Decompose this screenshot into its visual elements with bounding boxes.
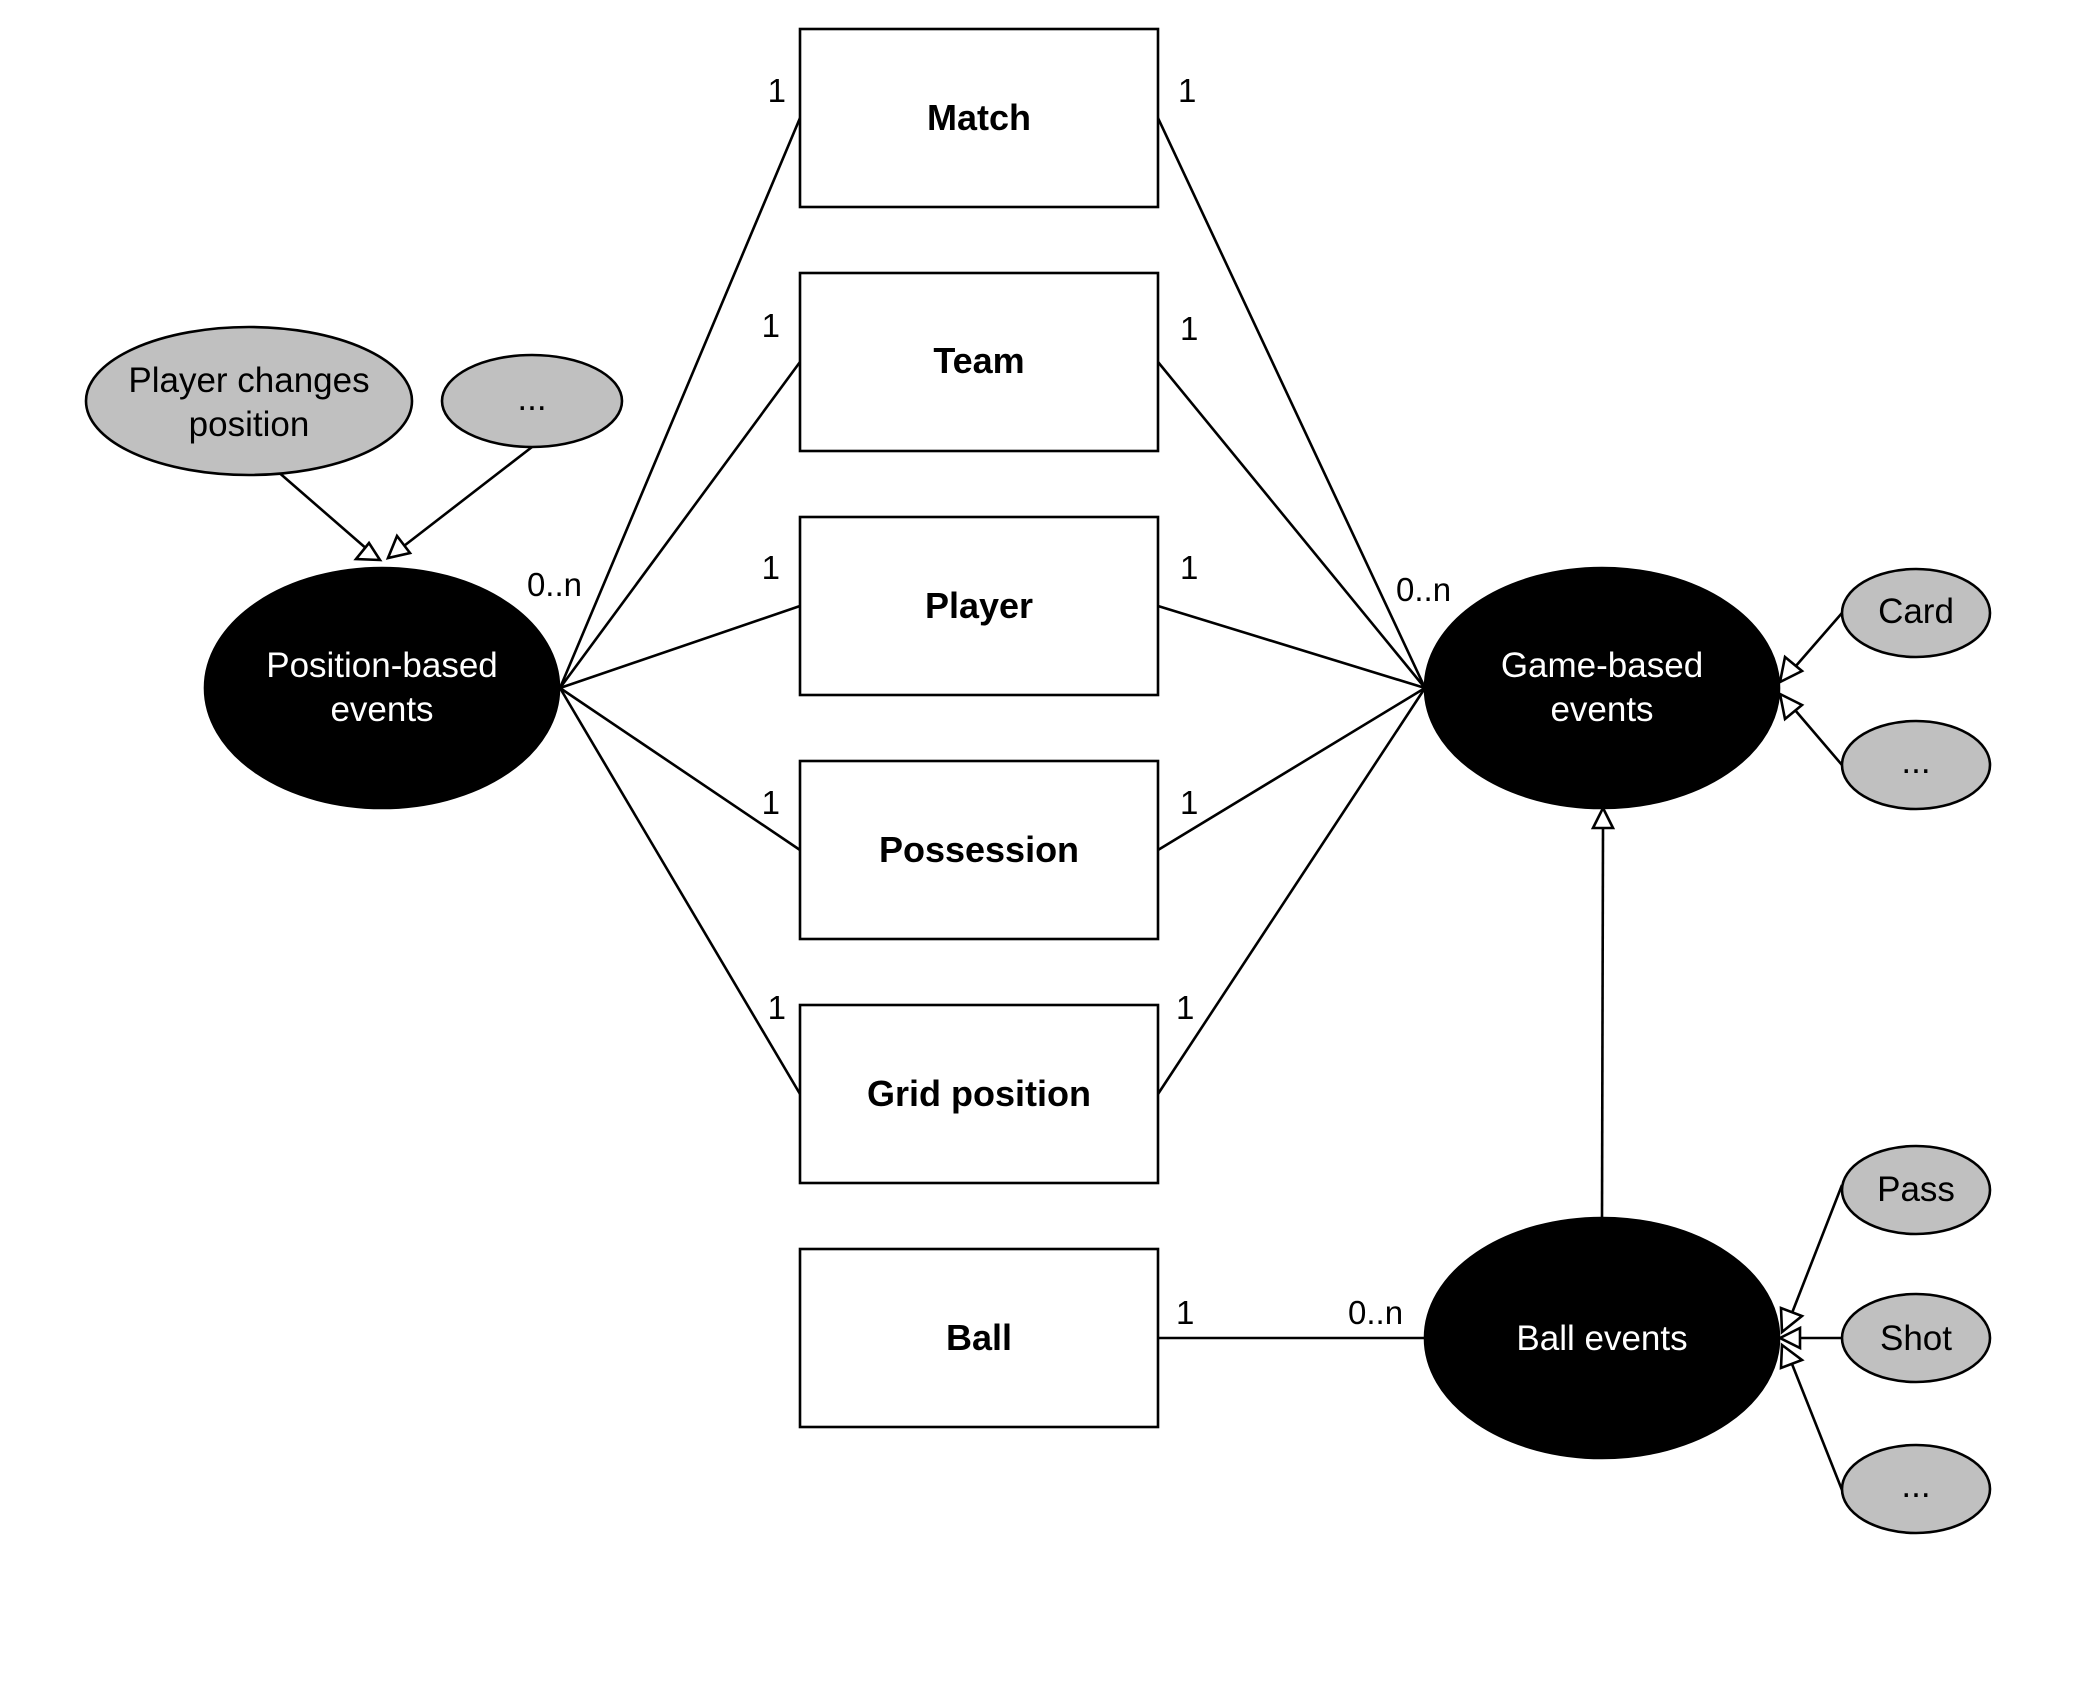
- entity-possession: Possession: [798, 759, 1160, 941]
- multiplicity-label: 1: [1180, 784, 1198, 821]
- multiplicity-label: 0..n: [1348, 1294, 1403, 1331]
- subtype-label-line2: position: [189, 405, 310, 444]
- association-edges: [558, 117, 1427, 1340]
- inherit-arrow-icon: [1777, 1325, 1802, 1351]
- event-position-based: Position-based events: [203, 566, 561, 810]
- edge-player-game: [1157, 604, 1426, 690]
- inherit-arrow-icon: [1590, 805, 1616, 830]
- generalization-edges: [275, 445, 1844, 1491]
- subtype-ball-other: ...: [1840, 1443, 1992, 1535]
- subtype-label: ...: [1901, 742, 1930, 781]
- inherit-arrow-icon: [353, 540, 383, 562]
- multiplicity-label: 1: [762, 784, 780, 821]
- entity-label: Player: [925, 585, 1033, 626]
- event-label-line1: Game-based: [1501, 646, 1703, 685]
- edge-team-position: [558, 361, 802, 689]
- edge-grid-position: [558, 687, 802, 1095]
- subtype-position-other: ...: [440, 353, 624, 449]
- edge-grid-game: [1156, 687, 1427, 1095]
- edge-team-game: [1156, 361, 1427, 689]
- edge-match-game: [1156, 117, 1427, 689]
- subtype-label-line1: Player changes: [128, 361, 369, 400]
- entity-match: Match: [798, 27, 1160, 209]
- subtype-game-other: ...: [1840, 719, 1992, 811]
- subtype-shot: Shot: [1840, 1292, 1992, 1384]
- edge-player-position: [559, 604, 801, 690]
- edge-match-position: [558, 117, 802, 689]
- edge-possession-game: [1157, 686, 1426, 852]
- event-game-based: Game-based events: [1423, 566, 1781, 810]
- entity-label: Match: [927, 97, 1031, 138]
- multiplicity-label: 1: [762, 549, 780, 586]
- inherit-arrow-icon: [1779, 1342, 1805, 1370]
- entity-label: Possession: [879, 829, 1079, 870]
- multiplicity-label: 1: [768, 72, 786, 109]
- inherit-arrow-icon: [1778, 654, 1805, 685]
- multiplicity-label: 1: [1176, 989, 1194, 1026]
- multiplicity-label: 1: [1176, 1294, 1194, 1331]
- multiplicity-label: 1: [1180, 549, 1198, 586]
- entity-grid-position: Grid position: [798, 1003, 1160, 1185]
- entity-team: Team: [798, 271, 1160, 453]
- multiplicity-label: 1: [762, 307, 780, 344]
- subtype-pass: Pass: [1840, 1144, 1992, 1236]
- subtype-player-changes-position: Player changes position: [84, 325, 414, 477]
- inherit-arrow-icon: [1779, 1306, 1805, 1335]
- event-label: Ball events: [1516, 1319, 1687, 1358]
- subtype-label: ...: [1901, 1466, 1930, 1505]
- event-label-line1: Position-based: [266, 646, 498, 685]
- entity-ball: Ball: [798, 1247, 1160, 1429]
- subtype-label: ...: [517, 379, 546, 418]
- inherit-arrow-icon: [385, 533, 413, 560]
- multiplicity-labels: 1 1 1 1 1 1 1 1 1 1 1 0..n 0..n 0..n: [527, 72, 1451, 1331]
- multiplicity-label: 0..n: [1396, 571, 1451, 608]
- multiplicity-label: 0..n: [527, 566, 582, 603]
- event-label-line2: events: [1550, 690, 1653, 729]
- subtype-card: Card: [1840, 567, 1992, 659]
- event-ball-events: Ball events: [1423, 1216, 1781, 1460]
- entity-label: Team: [933, 340, 1024, 381]
- multiplicity-label: 1: [1178, 72, 1196, 109]
- entity-label: Ball: [946, 1317, 1012, 1358]
- subtype-label: Pass: [1877, 1170, 1955, 1209]
- multiplicity-label: 1: [1180, 310, 1198, 347]
- entity-player: Player: [798, 515, 1160, 697]
- edge-possession-position: [559, 686, 801, 852]
- entity-label: Grid position: [867, 1073, 1091, 1114]
- subtype-label: Card: [1878, 592, 1954, 631]
- subtype-label: Shot: [1880, 1319, 1952, 1358]
- multiplicity-label: 1: [768, 989, 786, 1026]
- event-label-line2: events: [330, 690, 433, 729]
- inherit-arrow-icon: [1778, 691, 1805, 722]
